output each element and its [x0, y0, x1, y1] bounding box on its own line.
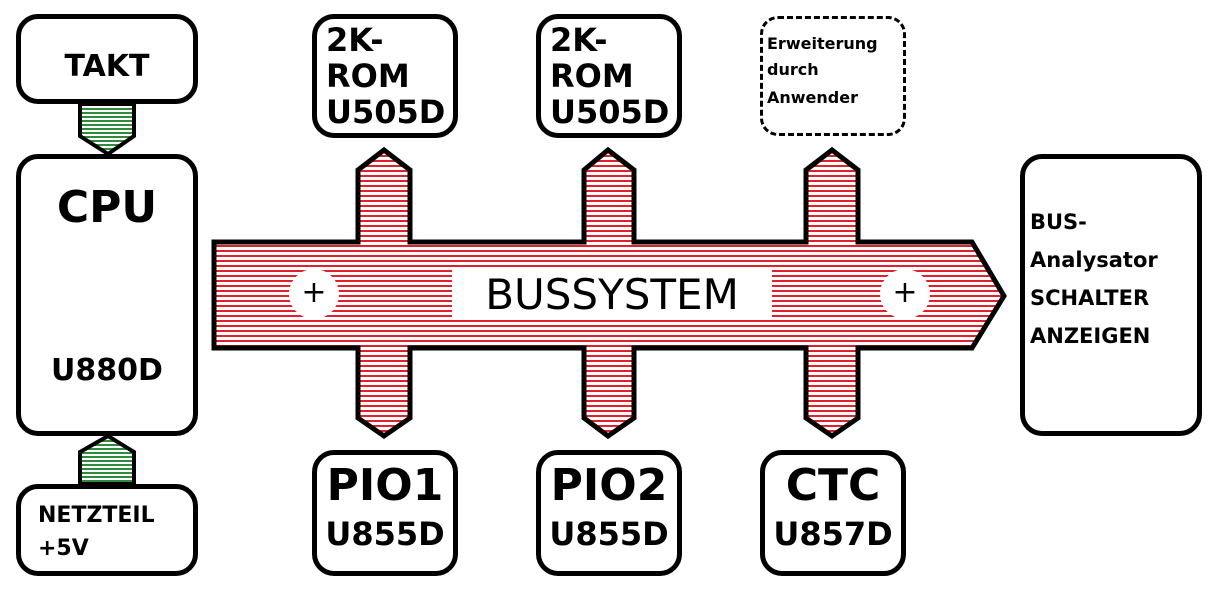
erweiterung-line3: Anwender — [767, 88, 858, 107]
ctc-chip: U857D — [773, 515, 893, 553]
pio1-title: PIO1 — [326, 460, 444, 511]
bus-plus-left-circle — [289, 269, 339, 319]
pio2-title: PIO2 — [550, 460, 668, 511]
pio2-box — [536, 450, 682, 576]
bus-plus-right-circle — [880, 269, 930, 319]
rom1-line3: U505D — [326, 93, 446, 131]
analysator-line2: Analysator — [1030, 248, 1158, 272]
ctc-box — [760, 450, 906, 576]
erweiterung-line1: Erweiterung — [767, 34, 878, 53]
netzteil-cpu-connector — [78, 433, 136, 486]
cpu-box — [16, 154, 198, 436]
takt-box — [16, 14, 198, 104]
takt-cpu-connector — [78, 102, 136, 157]
rom1-box — [312, 14, 458, 138]
netzteil-voltage: +5V — [38, 536, 89, 561]
bus-label-background — [452, 270, 772, 320]
analysator-line4: ANZEIGEN — [1030, 324, 1151, 348]
analysator-box — [1020, 154, 1202, 436]
netzteil-label: NETZTEIL — [38, 503, 155, 528]
rom2-box — [536, 14, 682, 138]
pio1-chip: U855D — [325, 515, 445, 553]
erweiterung-box — [760, 16, 906, 136]
netzteil-box — [16, 484, 198, 576]
bus-plus-right: + — [892, 275, 918, 310]
rom2-line3: U505D — [550, 93, 670, 131]
ctc-title: CTC — [785, 460, 881, 511]
erweiterung-line2: durch — [767, 60, 819, 79]
rom1-line2: ROM — [326, 57, 410, 95]
bus-label: BUSSYSTEM — [485, 270, 739, 319]
analysator-line1: BUS- — [1030, 210, 1087, 234]
cpu-chip: U880D — [51, 353, 163, 388]
bus-plus-left: + — [301, 275, 327, 310]
rom2-line1: 2K- — [550, 21, 608, 59]
pio2-chip: U855D — [549, 515, 669, 553]
rom2-line2: ROM — [550, 57, 634, 95]
rom1-line1: 2K- — [326, 21, 384, 59]
analysator-line3: SCHALTER — [1030, 286, 1150, 310]
takt-label: TAKT — [64, 49, 150, 84]
pio1-box — [312, 450, 458, 576]
cpu-title: CPU — [56, 182, 158, 233]
